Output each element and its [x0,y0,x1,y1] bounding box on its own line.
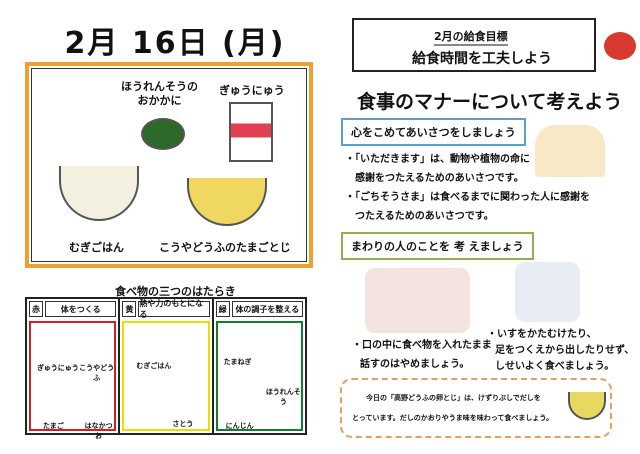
today-note: 今日の「高野どうふの卵とじ」は、けずりぶしでだしを とっています。だしのかおりや… [340,378,612,438]
menu-spinach: ほうれんそうの おかかに [121,80,198,107]
group-tag: 黄 [122,301,137,317]
text-line: ・口の中に食べ物を入れたまま [352,340,492,351]
goal-title: 2月の給食目標 [434,28,508,46]
group-label: 熱や力のもとになる [138,299,210,319]
menu-tofu: こうやどうふのたまごとじ [159,241,291,254]
monthly-goal-box: 2月の給食目標 給食時間を工夫しよう [352,18,596,72]
children-illustration [535,125,605,177]
main-heading: 食事のマナーについて考えよう [357,91,623,113]
tofu-bowl-illustration [187,178,267,226]
food-item: さとう [172,420,194,428]
groups-title: 食べ物の三つのはたらき [115,285,236,298]
text-line: ・「いただきます」は、動物や植物の命に [345,154,530,165]
food-item: はなかつお [84,422,113,440]
eating-illustration [365,268,470,333]
food-item: たまねぎ [223,358,252,366]
food-groups-table: 赤体をつくる ぎゅうにゅう こうやどうふ たまご はなかつお 黄熱や力のもとにな… [25,297,307,440]
oni-illustration [604,32,636,60]
food-item: ぎゅうにゅう [37,364,79,372]
text-line: 話すのはやめましょう。 [360,359,470,370]
food-item: むぎごはん [136,362,172,370]
page-date: 2月 16日 (月) [64,26,286,61]
text-line: ・「ごちそうさま」は食べるまでに関わった人に感謝を [345,192,590,203]
food-item: たまご [43,422,64,430]
text-line: ・いすをかたむけたり、 [487,329,597,340]
group-label: 体をつくる [45,301,117,317]
food-item: ほうれんそう [265,388,301,406]
food-item: にんじん [225,422,254,430]
chair-illustration [515,262,580,322]
group-tag: 緑 [215,301,230,317]
milk-carton-illustration [229,102,273,162]
rice-bowl-illustration [59,166,139,221]
spinach-illustration [141,118,185,150]
text-line: しせいよく食べましょう。 [495,361,615,372]
group-tag: 赤 [29,301,43,317]
group-yellow: 黄熱や力のもとになる むぎごはん さとう [120,299,214,433]
group-label: 体の調子を整える [231,301,303,317]
section-consideration-title: まわりの人のことを 考 えましょう [341,232,534,260]
group-red: 赤体をつくる ぎゅうにゅう こうやどうふ たまご はなかつお [27,299,121,440]
menu-rice: むぎごはん [69,241,124,254]
note-line: 今日の「高野どうふの卵とじ」は、けずりぶしでだしを [366,394,541,402]
goal-text: 給食時間を工夫しよう [412,51,552,67]
text-line: 感謝をつたえるためのあいさつです。 [355,173,524,184]
text-line: つたえるためのあいさつです。 [355,211,494,222]
note-line: とっています。だしのかおりやうま味を味わって食べましょう。 [352,414,553,422]
text-line: 足をつくえから出したりせず、 [495,345,635,356]
section-greetings-title: 心をこめてあいさつをしましょう [341,118,526,146]
menu-milk: ぎゅうにゅう [219,84,285,97]
group-green: 緑体の調子を整える たまねぎ ほうれんそう にんじん [214,299,305,433]
food-item: こうやどうふ [79,364,115,382]
menu-box: ほうれんそうの おかかに ぎゅうにゅう むぎごはん こうやどうふのたまごとじ [25,62,313,268]
